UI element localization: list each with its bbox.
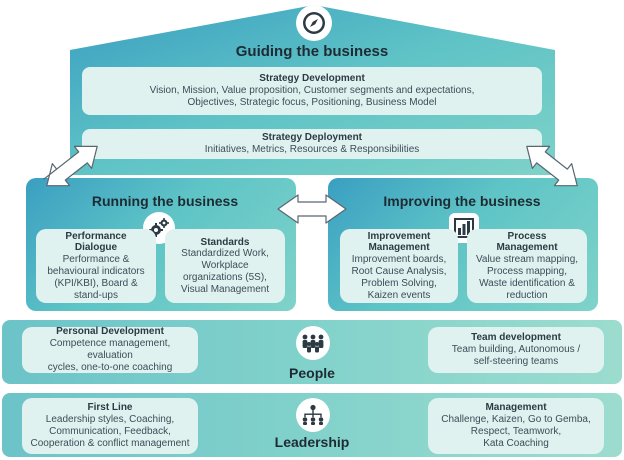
process-management-line: Waste identification & bbox=[479, 277, 575, 289]
process-management-card: Process Management Value stream mapping,… bbox=[467, 229, 587, 303]
personal-development-title: Personal Development bbox=[56, 326, 164, 338]
process-management-line: Process mapping, bbox=[486, 266, 568, 277]
process-management-line: Value stream mapping, bbox=[475, 254, 579, 266]
improvement-management-card: Improvement Management Improvement board… bbox=[340, 229, 458, 303]
personal-development-line: cycles, one-to-one coaching bbox=[47, 361, 173, 373]
performance-dialogue-line: behavioural indicators bbox=[47, 266, 145, 277]
strategy-development-line1: Vision, Mission, Value proposition, Cust… bbox=[149, 85, 475, 97]
performance-dialogue-title2: Dialogue bbox=[74, 242, 118, 254]
people-group-icon bbox=[296, 326, 330, 360]
management-line: Kata Coaching bbox=[483, 437, 549, 449]
improvement-management-line: Problem Solving, bbox=[361, 277, 437, 289]
team-development-line: Team building, Autonomous / bbox=[451, 344, 581, 356]
team-development-card: Team development Team building, Autonomo… bbox=[428, 327, 604, 373]
personal-development-line: Competence management, evaluation bbox=[49, 338, 171, 361]
improving-title: Improving the business bbox=[383, 193, 541, 209]
people-title: People bbox=[289, 365, 335, 381]
first-line-line: Cooperation & conflict management bbox=[30, 437, 190, 449]
improvement-management-title2: Management bbox=[368, 242, 430, 254]
horizontal-double-arrow bbox=[277, 194, 347, 224]
performance-dialogue-line: Performance & bbox=[62, 254, 130, 266]
first-line-title: First Line bbox=[87, 402, 133, 414]
management-card: Management Challenge, Kaizen, Go to Gemb… bbox=[428, 398, 604, 454]
improvement-management-line: Root Cause Analysis, bbox=[351, 266, 447, 277]
hierarchy-icon bbox=[296, 398, 330, 432]
performance-dialogue-line: stand-ups bbox=[74, 289, 118, 301]
performance-dialogue-card: Performance Dialogue Performance & behav… bbox=[36, 229, 156, 303]
strategy-development-line2: Objectives, Strategic focus, Positioning… bbox=[187, 96, 437, 108]
management-line: Challenge, Kaizen, Go to Gemba, bbox=[441, 414, 591, 426]
standards-card: Standards Standardized Work, Workplace o… bbox=[165, 229, 285, 303]
strategy-development-card: Strategy Development Vision, Mission, Va… bbox=[82, 67, 542, 115]
strategy-deployment-title: Strategy Deployment bbox=[261, 132, 363, 144]
standards-line: organizations (5S), bbox=[183, 271, 267, 283]
team-development-line: self-steering teams bbox=[473, 355, 559, 367]
strategy-deployment-card: Strategy Deployment Initiatives, Metrics… bbox=[82, 129, 542, 159]
standards-title: Standards bbox=[200, 236, 250, 248]
standards-line: Visual Management bbox=[180, 283, 270, 295]
improvement-management-line: Improvement boards, bbox=[351, 254, 447, 266]
leadership-title: Leadership bbox=[274, 434, 350, 450]
standards-line: Standardized Work, bbox=[181, 248, 269, 260]
compass-icon bbox=[296, 5, 332, 41]
running-title: Running the business bbox=[91, 193, 239, 209]
management-title: Management bbox=[485, 402, 547, 414]
team-development-title: Team development bbox=[471, 332, 561, 344]
management-line: Respect, Teamwork, bbox=[470, 426, 562, 437]
process-management-title2: Management bbox=[496, 242, 558, 254]
guiding-title: Guiding the business bbox=[235, 43, 389, 60]
first-line-line: Leadership styles, Coaching, bbox=[45, 414, 175, 426]
first-line-line: Communication, Feedback, bbox=[49, 426, 171, 437]
right-diagonal-double-arrow bbox=[526, 145, 578, 187]
personal-development-card: Personal Development Competence manageme… bbox=[22, 326, 198, 373]
strategy-development-title: Strategy Development bbox=[259, 73, 365, 85]
left-diagonal-double-arrow bbox=[43, 145, 98, 187]
improvement-management-line: Kaizen events bbox=[367, 289, 431, 301]
performance-dialogue-title1: Performance bbox=[65, 230, 127, 242]
performance-dialogue-line: (KPI/KBI), Board & bbox=[54, 277, 138, 289]
standards-line: Workplace bbox=[201, 260, 249, 272]
strategy-deployment-line1: Initiatives, Metrics, Resources & Respon… bbox=[204, 144, 420, 155]
gears-icon bbox=[143, 212, 175, 244]
improvement-management-title1: Improvement bbox=[367, 230, 431, 242]
process-management-line: reduction bbox=[506, 289, 548, 301]
process-management-title1: Process bbox=[507, 230, 547, 242]
first-line-card: First Line Leadership styles, Coaching, … bbox=[22, 398, 198, 454]
